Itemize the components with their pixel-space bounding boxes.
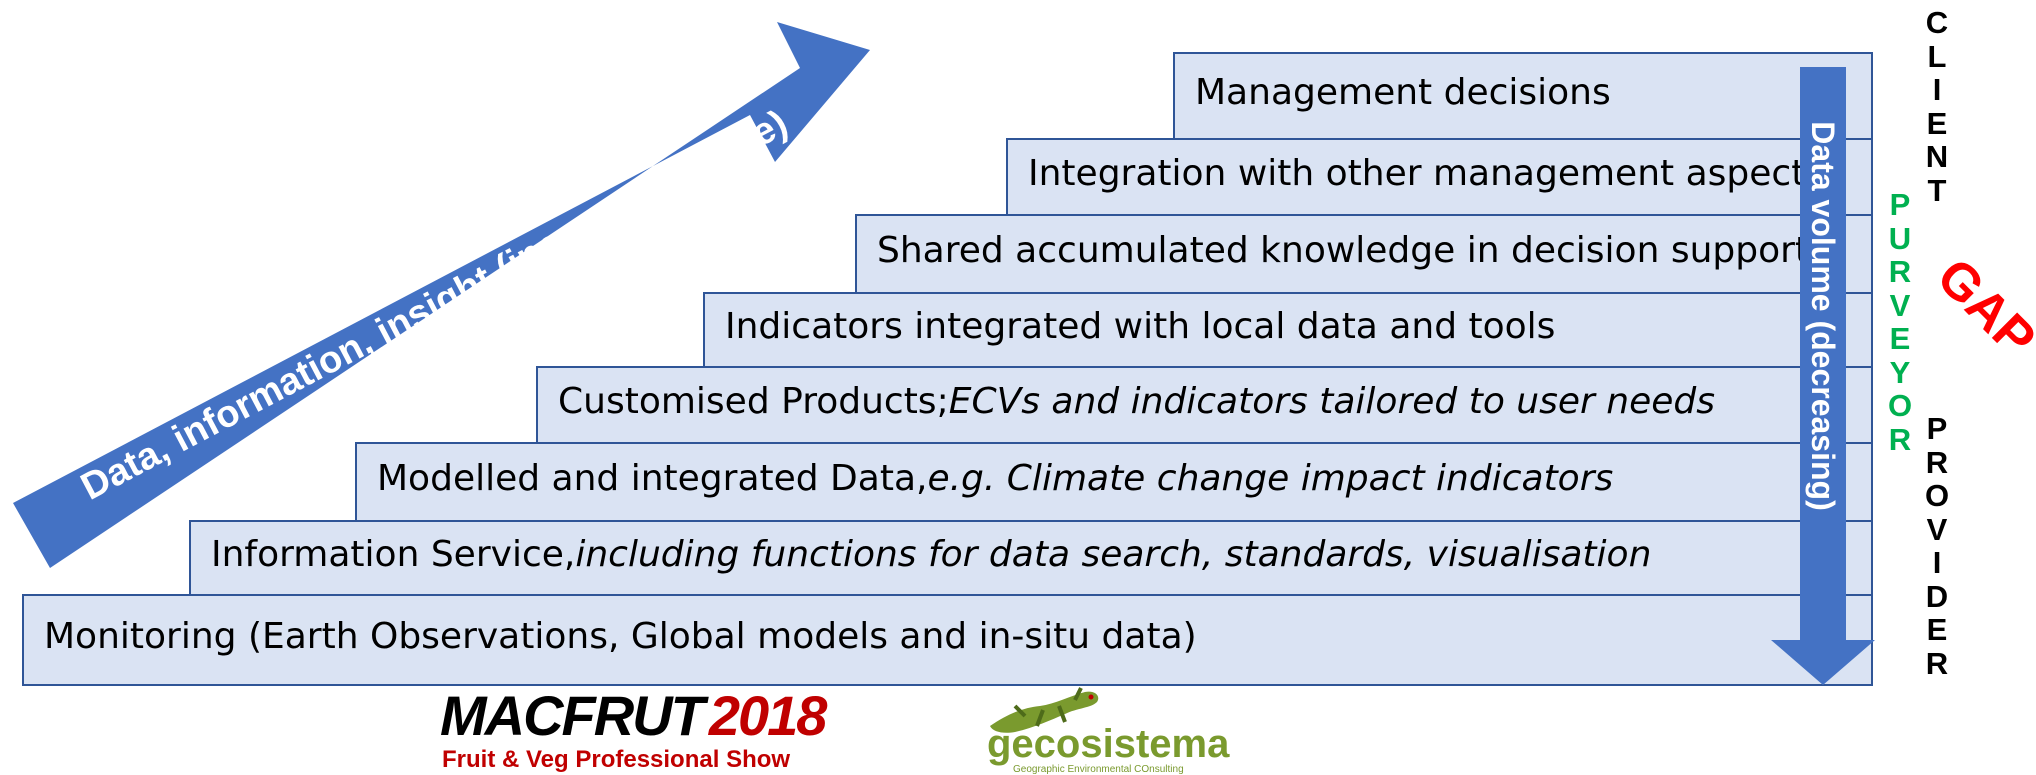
step-indicators-integrated: Indicators integrated with local data an…: [703, 292, 1873, 368]
client-letter: C: [1925, 5, 1949, 40]
provider-vertical-label: P R O V I D E R: [1917, 412, 1957, 680]
step-label-italic: ECVs and indicators tailored to user nee…: [948, 380, 1715, 422]
purveyor-letter: O: [1887, 388, 1913, 423]
client-letter: L: [1927, 38, 1947, 74]
client-letter: I: [1932, 72, 1942, 107]
macfrut-logo-year: 2018: [708, 684, 828, 747]
step-monitoring: Monitoring (Earth Observations, Global m…: [22, 594, 1873, 686]
gecosistema-logo-name: gecosistema: [987, 722, 1230, 766]
gecosistema-logo-tagline: Geographic Environmental COnsulting: [1013, 764, 1184, 775]
provider-letter: R: [1925, 444, 1949, 480]
step-shared-knowledge: Shared accumulated knowledge in decision…: [855, 214, 1873, 294]
step-label: Modelled and integrated Data,: [377, 457, 928, 499]
provider-letter: E: [1926, 612, 1948, 647]
falling-arrow: Data volume (decreasing): [1771, 67, 1875, 685]
rising-arrow-shape: [13, 22, 870, 568]
purveyor-vertical-label: P U R V E Y O R: [1880, 188, 1920, 456]
purveyor-letter: Y: [1889, 354, 1911, 390]
provider-letter: R: [1925, 645, 1949, 681]
falling-arrow-shape: [1771, 67, 1875, 685]
purveyor-letter: R: [1888, 254, 1912, 289]
step-label: Integration with other management aspect…: [1028, 152, 1825, 194]
purveyor-letter: R: [1888, 421, 1912, 457]
provider-letter: P: [1926, 411, 1948, 446]
step-label: Information Service,: [211, 533, 576, 575]
purveyor-letter: P: [1889, 187, 1911, 222]
macfrut-logo-name: MACFRUT: [440, 684, 705, 747]
provider-letter: O: [1924, 478, 1950, 513]
step-label-italic: including functions for data search, sta…: [575, 533, 1652, 575]
purveyor-letter: E: [1889, 321, 1911, 356]
rising-arrow-label: Data, information, insight (increasing v…: [74, 102, 794, 508]
client-letter: N: [1925, 139, 1949, 174]
step-label-italic: e.g. Climate change impact indicators: [927, 457, 1614, 499]
macfrut-logo-tagline: Fruit & Veg Professional Show: [442, 746, 791, 773]
macfrut-logo: MACFRUT 2018 Fruit & Veg Professional Sh…: [440, 688, 900, 775]
step-label: Management decisions: [1195, 71, 1611, 113]
provider-letter: I: [1932, 545, 1942, 580]
step-label: Indicators integrated with local data an…: [725, 305, 1556, 347]
purveyor-letter: U: [1888, 220, 1912, 256]
step-information-service: Information Service, including functions…: [189, 520, 1873, 596]
step-label: Monitoring (Earth Observations, Global m…: [44, 615, 1197, 657]
gap-label: GAP: [1926, 248, 2036, 369]
step-modelled-data: Modelled and integrated Data, e.g. Clima…: [355, 442, 1873, 522]
step-management-decisions: Management decisions: [1173, 52, 1873, 140]
step-label: Shared accumulated knowledge in decision…: [877, 229, 1810, 271]
step-label: Customised Products;: [558, 380, 949, 422]
purveyor-letter: V: [1889, 287, 1911, 323]
client-letter: E: [1926, 105, 1948, 141]
falling-arrow-label: Data volume (decreasing): [1805, 121, 1841, 510]
provider-letter: V: [1926, 511, 1948, 547]
provider-letter: D: [1925, 578, 1949, 614]
rising-arrow: Data, information, insight (increasing v…: [13, 22, 870, 568]
step-customised-products: Customised Products; ECVs and indicators…: [536, 366, 1873, 444]
gecosistema-logo: gecosistema Geographic Environmental COn…: [985, 686, 1285, 775]
lizard-icon: [990, 687, 1099, 733]
client-vertical-label: C L I E N T: [1917, 6, 1957, 207]
client-letter: T: [1927, 172, 1947, 208]
